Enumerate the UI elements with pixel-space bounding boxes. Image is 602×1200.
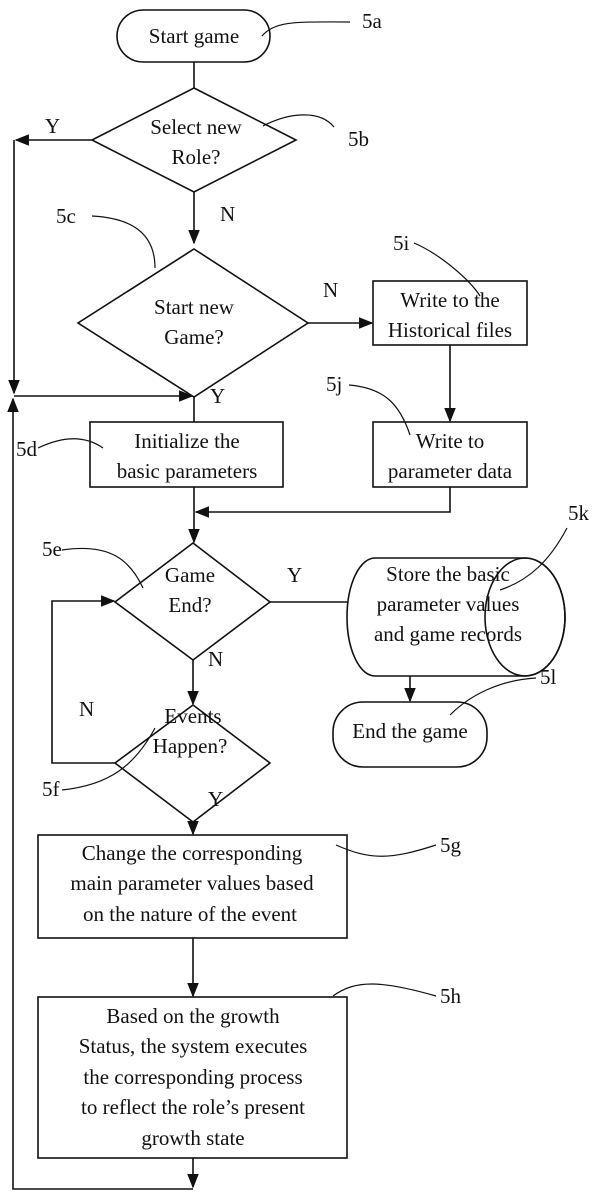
node-text: Status, the system executes	[79, 1034, 308, 1058]
node-text: Store the basic	[386, 562, 510, 586]
leader-5h	[333, 984, 436, 996]
edge-param-data-to-game-end	[196, 487, 450, 512]
node-text: and game records	[374, 622, 522, 646]
leader-5a	[262, 22, 350, 36]
node-text: Initialize the	[134, 429, 240, 453]
ref-5i: 5i	[393, 231, 410, 255]
ref-5k: 5k	[568, 501, 590, 525]
ref-5e: 5e	[42, 537, 62, 561]
ref-5l: 5l	[540, 665, 557, 689]
node-text: Historical files	[388, 318, 512, 342]
node-events-happen: Events Happen?	[115, 704, 270, 822]
node-text: Change the corresponding	[82, 841, 303, 865]
node-text: parameter data	[388, 459, 513, 483]
node-text: Events	[164, 704, 221, 728]
node-write-parameter-data: Write to parameter data	[373, 422, 527, 487]
node-text: on the nature of the event	[83, 902, 297, 926]
label-game-end-no: N	[208, 647, 223, 671]
node-text: Write to the	[400, 288, 499, 312]
ref-5h: 5h	[440, 984, 462, 1008]
node-text: the corresponding process	[83, 1065, 302, 1089]
node-text: main parameter values based	[70, 871, 314, 895]
node-select-new-role: Select new Role?	[92, 88, 296, 192]
node-text: basic parameters	[117, 459, 258, 483]
node-text: End?	[168, 593, 211, 617]
node-store-records: Store the basic parameter values and gam…	[347, 558, 565, 676]
decision-shape	[92, 88, 296, 192]
label-start-new-game-yes: Y	[210, 384, 225, 408]
ref-5c: 5c	[56, 204, 76, 228]
ref-5b: 5b	[348, 127, 369, 151]
ref-5g: 5g	[440, 833, 462, 857]
label-events-yes: Y	[208, 787, 223, 811]
node-end-the-game: End the game	[333, 702, 487, 767]
node-text: Game	[165, 563, 215, 587]
node-write-historical-files: Write to the Historical files	[373, 281, 527, 345]
node-text: Happen?	[153, 734, 228, 758]
ref-5d: 5d	[16, 437, 38, 461]
node-start-game: Start game	[117, 10, 270, 62]
leader-5g	[336, 845, 436, 856]
decision-shape	[78, 249, 308, 397]
node-start-new-game: Start new Game?	[78, 249, 308, 397]
node-text: End the game	[352, 719, 467, 743]
node-growth-process: Based on the growth Status, the system e…	[38, 997, 347, 1158]
node-change-parameters: Change the corresponding main parameter …	[38, 835, 347, 938]
ref-5j: 5j	[326, 372, 342, 396]
node-text: Game?	[164, 325, 223, 349]
node-text: Start new	[154, 295, 235, 319]
ref-5a: 5a	[362, 9, 383, 33]
ref-5f: 5f	[42, 777, 60, 801]
label-select-role-yes: Y	[45, 114, 60, 138]
label-game-end-yes: Y	[287, 563, 302, 587]
label-select-role-no: N	[220, 202, 235, 226]
node-text: Start game	[149, 24, 239, 48]
edge-events-no-loop	[52, 601, 115, 763]
leader-5b	[263, 115, 334, 127]
node-text: Based on the growth	[106, 1004, 280, 1028]
node-text: growth state	[141, 1126, 244, 1150]
node-text: parameter values	[377, 592, 520, 616]
node-initialize-parameters: Initialize the basic parameters	[90, 422, 283, 487]
node-game-end: Game End?	[115, 543, 270, 660]
label-start-new-game-no: N	[323, 278, 338, 302]
node-text: Role?	[172, 145, 221, 169]
node-text: Write to	[416, 429, 485, 453]
node-text: to reflect the role’s present	[81, 1095, 305, 1119]
node-text: Select new	[150, 115, 242, 139]
leader-5e	[62, 548, 143, 588]
label-events-no: N	[79, 697, 94, 721]
leader-5c	[92, 216, 155, 268]
